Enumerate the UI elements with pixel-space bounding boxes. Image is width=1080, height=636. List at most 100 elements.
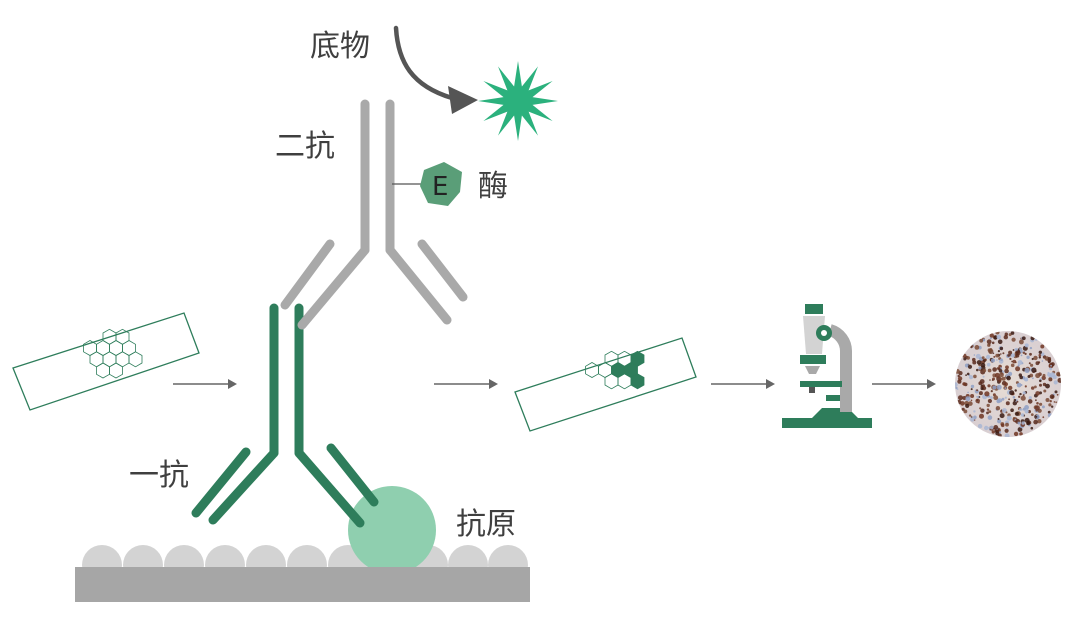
tissue-cell xyxy=(1020,395,1026,401)
tissue-cell xyxy=(968,414,972,417)
tissue-cell xyxy=(1045,398,1050,402)
tissue-cell xyxy=(1027,375,1031,378)
cell-hexagon xyxy=(630,373,645,390)
tissue-cell xyxy=(962,353,967,358)
antigen-sphere xyxy=(348,486,436,574)
tissue-cell xyxy=(1034,385,1037,389)
tissue-cell xyxy=(1022,351,1025,354)
tissue-cell xyxy=(978,396,981,398)
tissue-cell xyxy=(986,362,991,367)
tissue-cell xyxy=(991,379,994,381)
tissue-cell xyxy=(1019,347,1023,351)
cell-hexagon xyxy=(128,351,143,368)
tissue-cell xyxy=(1042,373,1046,377)
tissue-cell xyxy=(1008,385,1013,391)
tissue-cell xyxy=(980,408,985,413)
tissue-cell xyxy=(1049,400,1052,403)
tissue-cell xyxy=(1050,364,1052,367)
tissue-cell xyxy=(986,339,992,345)
tissue-cell xyxy=(1005,365,1009,370)
tissue-cell xyxy=(966,372,970,376)
tissue-cell xyxy=(1037,419,1042,424)
tissue-cell xyxy=(970,384,975,389)
substrate-arrow-head xyxy=(448,86,478,114)
tissue-cell xyxy=(1029,352,1032,356)
tissue-cell xyxy=(1012,396,1016,399)
tissue-cell xyxy=(1019,392,1022,396)
tissue-cell xyxy=(1049,372,1056,378)
tissue-cell xyxy=(1006,375,1011,381)
tissue-cell xyxy=(965,374,967,376)
tissue-cell xyxy=(1032,377,1034,380)
tissue-cell xyxy=(989,425,994,430)
tissue-cell xyxy=(970,388,973,391)
tissue-cell xyxy=(1056,371,1061,377)
tissue-cell xyxy=(988,410,992,413)
tissue-cell xyxy=(1005,411,1008,414)
tissue-cell xyxy=(1012,349,1015,351)
tissue-cell xyxy=(970,417,975,422)
tissue-cell xyxy=(1015,350,1021,356)
tissue-cell xyxy=(1017,360,1023,365)
tissue-cell xyxy=(1006,415,1012,421)
tissue-cell xyxy=(1054,390,1058,394)
tissue-cell xyxy=(993,395,999,401)
tissue-cell xyxy=(995,353,1000,358)
tissue-cell xyxy=(992,385,997,390)
tissue-cell xyxy=(1012,417,1016,420)
tissue-cell xyxy=(1049,394,1055,400)
tissue-cell xyxy=(1017,364,1020,367)
tissue-cell xyxy=(976,389,979,392)
tissue-cell xyxy=(965,403,970,408)
tissue-cell xyxy=(1002,352,1005,355)
tissue-cell xyxy=(1016,400,1019,403)
tissue-cell xyxy=(990,358,996,363)
tissue-cell xyxy=(995,406,1001,411)
tissue-cell xyxy=(1034,405,1040,411)
tissue-cell xyxy=(1035,373,1041,379)
tissue-cell xyxy=(985,354,991,360)
tissue-cell xyxy=(988,426,991,429)
tissue-cell xyxy=(982,375,985,378)
tissue-cell xyxy=(965,396,971,402)
tissue-cell xyxy=(987,398,993,404)
tissue-cell xyxy=(984,425,989,431)
tissue-cell xyxy=(997,419,1002,424)
tissue-cell xyxy=(1000,358,1003,362)
tissue-cell xyxy=(999,431,1002,434)
tissue-cell xyxy=(980,362,986,368)
tissue-cell xyxy=(984,391,990,397)
tissue-cell xyxy=(1001,397,1005,401)
tissue-cell xyxy=(1055,401,1058,404)
tissue-cell xyxy=(1027,399,1033,404)
tissue-cell xyxy=(970,394,975,398)
base-surface xyxy=(75,567,530,602)
tissue-cell xyxy=(1041,375,1046,381)
tissue-cell xyxy=(981,384,986,388)
tissue-cell xyxy=(976,368,979,372)
tissue-cell xyxy=(1038,356,1042,359)
arrow-icon xyxy=(711,379,775,389)
tissue-cell xyxy=(967,391,969,394)
tissue-cell xyxy=(1012,401,1017,406)
tissue-cell xyxy=(986,408,990,411)
tissue-cell xyxy=(1048,403,1052,407)
tissue-cell xyxy=(972,360,977,365)
tissue-cell xyxy=(1031,357,1034,361)
cell-cluster xyxy=(585,350,645,390)
tissue-cell xyxy=(1019,432,1023,436)
tissue-cell xyxy=(1019,408,1022,411)
tissue-cell xyxy=(995,331,1000,335)
tissue-cell xyxy=(1024,417,1030,423)
tissue-cell xyxy=(992,352,995,355)
tissue-cell xyxy=(955,382,958,388)
tissue-cell xyxy=(1024,385,1027,388)
tissue-cell xyxy=(982,368,987,373)
tissue-cell xyxy=(974,345,980,350)
tissue-cell xyxy=(1030,426,1034,430)
tissue-cell xyxy=(989,337,992,340)
tissue-cell xyxy=(1014,411,1020,416)
tissue-cell xyxy=(1021,336,1026,341)
tissue-cell xyxy=(987,415,993,420)
